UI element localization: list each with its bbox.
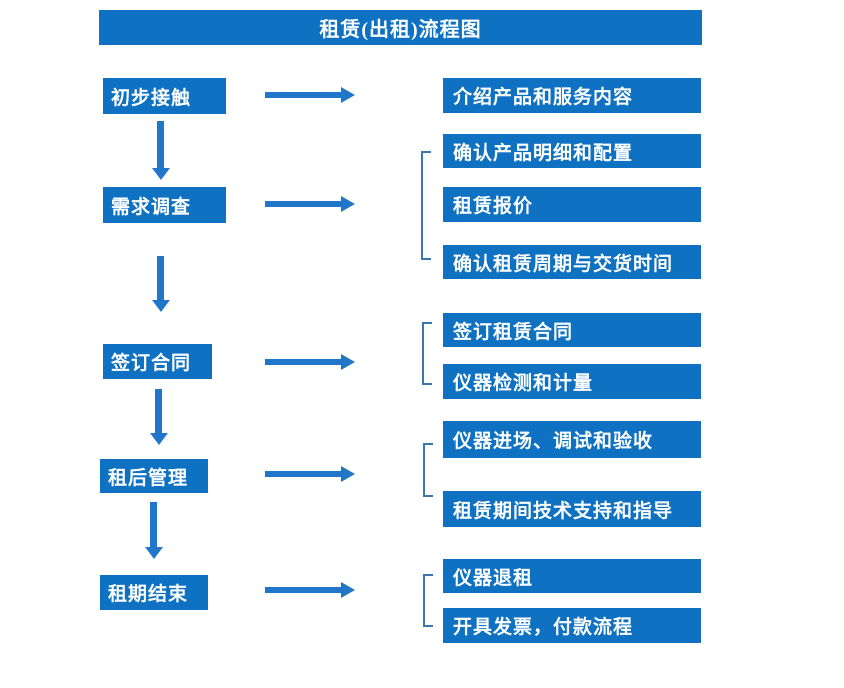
right-arrow-icon	[265, 196, 355, 212]
detail-invoice-payment: 开具发票，付款流程	[443, 608, 701, 643]
detail-introduce-products: 介绍产品和服务内容	[443, 78, 701, 113]
step-rental-end: 租期结束	[100, 575, 208, 610]
step-initial-contact: 初步接触	[103, 78, 226, 114]
detail-confirm-period-delivery: 确认租赁周期与交货时间	[443, 245, 701, 279]
group-bracket	[421, 151, 431, 260]
detail-technical-support: 租赁期间技术支持和指导	[443, 491, 701, 527]
flowchart-title: 租赁(出租)流程图	[99, 10, 702, 45]
right-arrow-icon	[265, 466, 355, 482]
right-arrow-icon	[265, 87, 355, 103]
detail-sign-rental-contract: 签订租赁合同	[443, 313, 701, 347]
detail-confirm-product-config: 确认产品明细和配置	[443, 134, 701, 168]
right-arrow-icon	[265, 354, 355, 370]
step-sign-contract: 签订合同	[103, 344, 212, 379]
group-bracket	[422, 322, 432, 385]
group-bracket	[423, 574, 433, 627]
step-post-rental-management: 租后管理	[100, 459, 208, 493]
down-arrow-icon	[151, 121, 170, 180]
step-demand-survey: 需求调查	[103, 187, 226, 223]
detail-instrument-setup-acceptance: 仪器进场、调试和验收	[443, 421, 701, 458]
down-arrow-icon	[144, 502, 163, 559]
group-bracket	[423, 443, 433, 497]
detail-rental-quote: 租赁报价	[443, 187, 701, 222]
right-arrow-icon	[265, 582, 355, 598]
detail-instrument-inspection: 仪器检测和计量	[443, 364, 701, 399]
detail-instrument-return: 仪器退租	[443, 559, 701, 593]
down-arrow-icon	[149, 389, 168, 445]
down-arrow-icon	[151, 256, 170, 312]
